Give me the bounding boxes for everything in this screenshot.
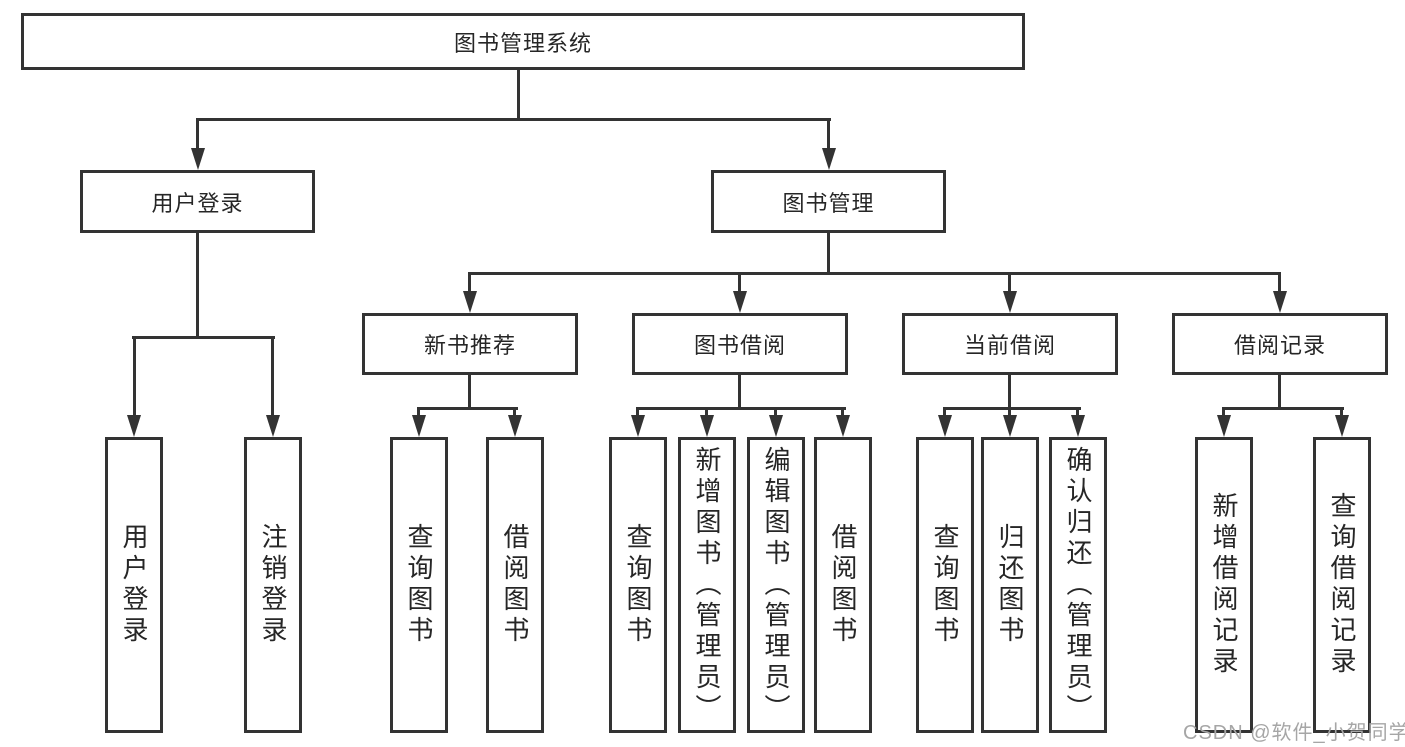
node-label: 查询图书	[404, 523, 434, 647]
node-label: 新增借阅记录	[1209, 492, 1239, 678]
connector-vline	[738, 272, 741, 293]
node-label: 新书推荐	[423, 333, 516, 358]
connector-vline	[1076, 407, 1079, 417]
node-label: 图书借阅	[693, 333, 786, 358]
connector-vline	[468, 272, 471, 293]
node-label: 借阅图书	[828, 523, 858, 647]
connector-vline	[1278, 272, 1281, 293]
connector-vline	[827, 118, 830, 150]
connector-vline	[738, 375, 741, 407]
leaf-current-query-books: 查询图书	[916, 437, 974, 733]
leaf-borrowing-add-books-admin: 新增图书（管理员）	[678, 437, 736, 733]
node-user-login: 用户登录	[80, 170, 315, 233]
leaf-current-return-books: 归还图书	[981, 437, 1039, 733]
connector-vline	[517, 68, 520, 118]
connector-vline	[636, 407, 639, 417]
arrow-down-icon	[191, 148, 205, 170]
connector-hline	[637, 407, 846, 410]
node-label: 用户登录	[119, 523, 149, 647]
connector-vline	[1340, 407, 1343, 417]
connector-vline	[271, 336, 274, 417]
connector-vline	[1008, 272, 1011, 293]
node-label: 归还图书	[995, 523, 1025, 647]
node-label: 新增图书（管理员）	[692, 445, 722, 725]
leaf-borrowing-borrow-books: 借阅图书	[814, 437, 872, 733]
connector-vline	[774, 407, 777, 417]
leaf-borrowing-query-books: 查询图书	[609, 437, 667, 733]
leaf-borrowing-edit-books-admin: 编辑图书（管理员）	[747, 437, 805, 733]
arrow-down-icon	[1003, 415, 1017, 437]
node-label: 借阅图书	[500, 523, 530, 647]
connector-hline	[418, 407, 518, 410]
arrow-down-icon	[822, 148, 836, 170]
connector-vline	[196, 118, 199, 150]
leaf-records-add-borrow-record: 新增借阅记录	[1195, 437, 1253, 733]
connector-vline	[417, 407, 420, 417]
connector-vline	[943, 407, 946, 417]
leaf-newbook-borrow-books: 借阅图书	[486, 437, 544, 733]
arrow-down-icon	[938, 415, 952, 437]
node-label: 用户登录	[151, 190, 244, 216]
csdn-watermark: CSDN @软件_小贺同学	[1183, 722, 1405, 744]
arrow-down-icon	[463, 291, 477, 313]
node-label: 确认归还（管理员）	[1063, 445, 1093, 725]
node-label: 借阅记录	[1233, 333, 1326, 358]
arrow-down-icon	[127, 415, 141, 437]
arrow-down-icon	[631, 415, 645, 437]
node-label: 图书管理	[782, 190, 875, 216]
node-label: 注销登录	[258, 523, 288, 647]
connector-vline	[827, 233, 830, 272]
leaf-user-login: 用户登录	[105, 437, 163, 733]
connector-hline	[468, 272, 1281, 275]
node-library-management-system: 图书管理系统	[21, 13, 1025, 70]
connector-vline	[196, 233, 199, 336]
node-book-borrowing: 图书借阅	[632, 313, 848, 375]
arrow-down-icon	[836, 415, 850, 437]
arrow-down-icon	[733, 291, 747, 313]
connector-vline	[705, 407, 708, 417]
connector-hline	[944, 407, 1081, 410]
connector-vline	[133, 336, 136, 417]
node-book-management: 图书管理	[711, 170, 946, 233]
leaf-newbook-query-books: 查询图书	[390, 437, 448, 733]
connector-vline	[1008, 407, 1011, 417]
arrow-down-icon	[412, 415, 426, 437]
connector-vline	[1222, 407, 1225, 417]
arrow-down-icon	[266, 415, 280, 437]
arrow-down-icon	[769, 415, 783, 437]
arrow-down-icon	[508, 415, 522, 437]
connector-hline	[132, 336, 275, 339]
connector-vline	[1008, 375, 1011, 407]
leaf-logout: 注销登录	[244, 437, 302, 733]
arrow-down-icon	[1273, 291, 1287, 313]
arrow-down-icon	[1003, 291, 1017, 313]
node-label: 查询图书	[623, 523, 653, 647]
connector-vline	[841, 407, 844, 417]
connector-hline	[196, 118, 831, 121]
connector-vline	[468, 375, 471, 407]
arrow-down-icon	[1335, 415, 1349, 437]
node-new-book-recommendation: 新书推荐	[362, 313, 578, 375]
arrow-down-icon	[1071, 415, 1085, 437]
node-current-borrowing: 当前借阅	[902, 313, 1118, 375]
node-label: 查询图书	[930, 523, 960, 647]
node-label: 编辑图书（管理员）	[761, 445, 791, 725]
connector-vline	[1278, 375, 1281, 407]
leaf-current-confirm-return-admin: 确认归还（管理员）	[1049, 437, 1107, 733]
connector-vline	[513, 407, 516, 417]
node-label: 当前借阅	[963, 333, 1056, 358]
leaf-records-query-borrow-record: 查询借阅记录	[1313, 437, 1371, 733]
node-label: 图书管理系统	[453, 30, 592, 56]
arrow-down-icon	[700, 415, 714, 437]
connector-hline	[1223, 407, 1344, 410]
node-borrowing-records: 借阅记录	[1172, 313, 1388, 375]
node-label: 查询借阅记录	[1327, 492, 1357, 678]
arrow-down-icon	[1217, 415, 1231, 437]
